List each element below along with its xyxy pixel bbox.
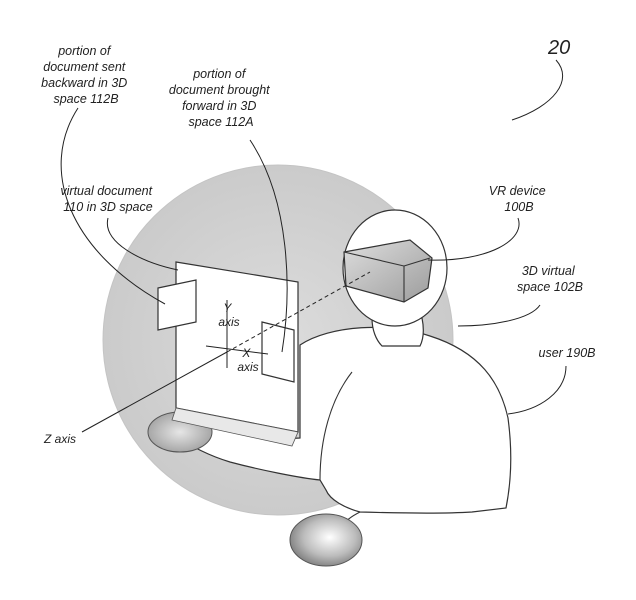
- label-portion-backward: portion of document sent backward in 3D …: [41, 44, 131, 106]
- label-vr-device: VR device 100B: [489, 184, 549, 214]
- label-y-axis: Y axis: [218, 301, 239, 329]
- user-arm-contour: [319, 371, 353, 481]
- figure-number: 20: [547, 37, 570, 59]
- label-z-axis: Z axis: [43, 432, 76, 446]
- user-right-hand: [289, 513, 363, 567]
- x-axis-line: [205, 345, 269, 355]
- leader-portion-forward: [249, 139, 288, 353]
- vr-headset: [343, 239, 433, 303]
- label-virtual-space: 3D virtual space 102B: [517, 264, 583, 294]
- z-axis-line: [81, 351, 228, 433]
- gaze-dashed-line: [226, 271, 371, 353]
- label-x-axis: X axis: [237, 346, 258, 374]
- portion-forward-112A: [261, 321, 295, 383]
- label-portion-forward: portion of document brought forward in 3…: [169, 67, 273, 129]
- leader-virtual-space: [457, 304, 541, 327]
- label-user: user 190B: [539, 346, 596, 360]
- leader-figure-number: [511, 59, 564, 121]
- vr-headset-edge-2: [403, 257, 431, 267]
- leader-user: [507, 365, 567, 415]
- virtual-document-edge: [171, 407, 299, 447]
- leader-vr-device: [427, 217, 520, 261]
- leader-portion-backward: [60, 107, 166, 305]
- label-virtual-document: virtual document 110 in 3D space: [60, 184, 155, 214]
- leader-virtual-document: [106, 217, 179, 271]
- portion-backward-112B: [157, 279, 197, 331]
